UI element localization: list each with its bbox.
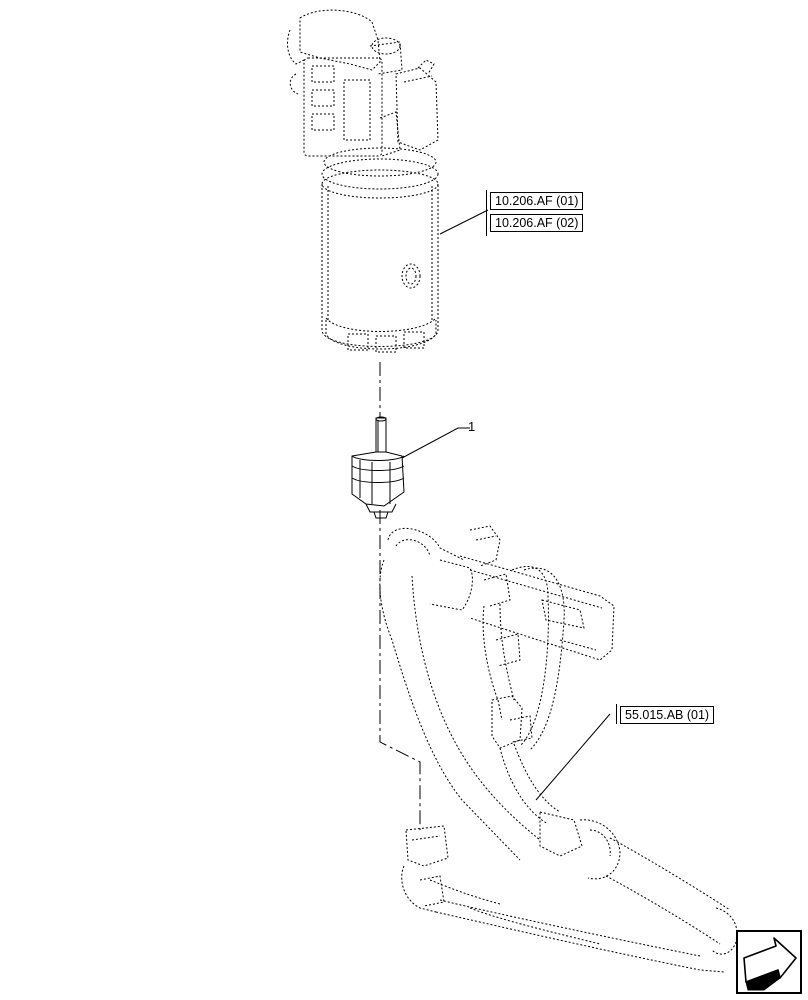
- filter-ref-bracket: [486, 190, 487, 236]
- hose-assembly: [379, 525, 738, 955]
- leader-filter-ref: [439, 209, 489, 235]
- filter-canister: [321, 147, 439, 353]
- lower-fitting: [401, 825, 725, 973]
- filter-ref-01[interactable]: 10.206.AF (01): [490, 192, 584, 210]
- hose-ref-01[interactable]: 55.015.AB (01): [620, 706, 715, 724]
- leader-part-1: [401, 427, 470, 459]
- next-page-button[interactable]: [736, 930, 802, 994]
- leader-lines: [401, 209, 611, 801]
- hose-ref-bracket: [616, 704, 617, 724]
- leader-hose-ref: [535, 713, 611, 801]
- part-1-sensor: [351, 416, 405, 519]
- part-1-callout[interactable]: 1: [468, 419, 476, 434]
- next-page-arrow-icon: [743, 937, 797, 991]
- filter-head: [287, 9, 439, 157]
- filter-ref-02[interactable]: 10.206.AF (02): [490, 214, 584, 232]
